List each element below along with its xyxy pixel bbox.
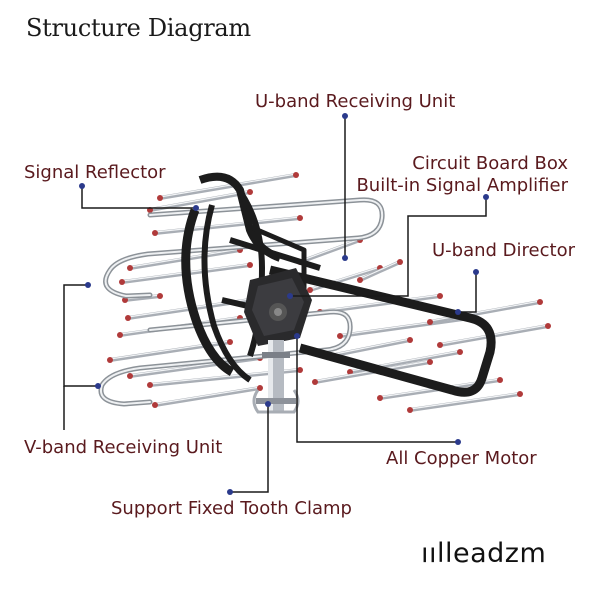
rod-tip <box>312 379 318 385</box>
rod-tip <box>407 337 413 343</box>
rod-tip <box>437 342 443 348</box>
dot-u-band-director-end <box>455 309 461 315</box>
rod-tip <box>147 382 153 388</box>
antenna-rod <box>153 216 302 235</box>
antenna-rod <box>158 173 298 200</box>
dot-u-band-receiving-top <box>342 113 348 119</box>
leader-dots <box>79 113 489 495</box>
leader-circuit-board <box>290 197 487 297</box>
rod-tip <box>537 299 543 305</box>
antenna-rod <box>148 190 252 212</box>
label-circuit-board-box: Circuit Board Box Built-in Signal Amplif… <box>356 153 568 197</box>
rod-tip <box>119 279 125 285</box>
antenna-rod-highlight <box>154 216 301 233</box>
dot-u-band-director-start <box>473 269 479 275</box>
rod-tip <box>497 377 503 383</box>
rod-tip <box>297 215 303 221</box>
dot-v-band-lower <box>95 383 101 389</box>
circuit-board-box <box>244 268 312 346</box>
rod-tip <box>337 333 343 339</box>
antenna-rod <box>123 294 162 302</box>
brand-logo: ıılleadzm <box>421 538 547 569</box>
dot-clamp-end <box>227 489 233 495</box>
antenna-rod-highlight <box>159 173 297 198</box>
label-support-fixed-tooth-clamp: Support Fixed Tooth Clamp <box>111 498 352 519</box>
rod-tip <box>152 402 158 408</box>
rod-tip <box>157 293 163 299</box>
rod-tip <box>152 230 158 236</box>
dot-clamp-start <box>265 401 271 407</box>
rod-tip <box>307 287 313 293</box>
antenna-rod <box>428 300 542 324</box>
rod-tip <box>297 367 303 373</box>
rod-tip <box>427 359 433 365</box>
rod-tip <box>127 265 133 271</box>
label-u-band-receiving-unit: U-band Receiving Unit <box>255 91 456 112</box>
dot-circuit-board-end <box>287 293 293 299</box>
leader-all-copper-motor <box>296 336 458 443</box>
rod-tip <box>293 172 299 178</box>
rod-tip <box>257 385 263 391</box>
rod-tip <box>357 277 363 283</box>
rod-tip <box>437 293 443 299</box>
label-u-band-director: U-band Director <box>432 240 575 261</box>
leader-support-clamp <box>230 404 269 493</box>
dot-circuit-board-start <box>483 194 489 200</box>
diagram-title: Structure Diagram <box>26 14 251 42</box>
antenna-rod-highlight <box>359 260 401 280</box>
dot-u-band-receiving-end <box>342 255 348 261</box>
rod-tip <box>347 369 353 375</box>
support-mast <box>252 340 300 414</box>
leader-signal-reflector <box>81 186 196 209</box>
dot-motor-start <box>294 333 300 339</box>
antenna-rod <box>358 260 402 282</box>
antenna-rod-highlight <box>329 338 411 356</box>
rod-tip <box>407 407 413 413</box>
label-v-band-receiving-unit: V-band Receiving Unit <box>24 437 223 458</box>
label-circuit-board-box-line2: Built-in Signal Amplifier <box>356 175 568 196</box>
label-all-copper-motor: All Copper Motor <box>386 448 537 469</box>
rod-tip <box>247 189 253 195</box>
rod-tip <box>125 315 131 321</box>
leader-u-band-director <box>458 272 477 313</box>
dot-v-band-upper <box>85 282 91 288</box>
leader-v-band-receiving <box>63 284 98 387</box>
rod-tip <box>397 259 403 265</box>
antenna-rod <box>128 356 262 378</box>
antenna-rod-highlight <box>429 300 541 322</box>
label-signal-reflector: Signal Reflector <box>24 162 166 183</box>
rod-tip <box>427 319 433 325</box>
rod-tip <box>227 339 233 345</box>
label-circuit-board-box-line1: Circuit Board Box <box>412 153 568 174</box>
rod-tip <box>127 373 133 379</box>
dot-signal-reflector-start <box>79 183 85 189</box>
antenna-rod <box>408 392 522 412</box>
dot-signal-reflector-end <box>193 205 199 211</box>
antenna-rod-highlight <box>154 386 261 405</box>
rod-tip <box>517 391 523 397</box>
rod-tip <box>457 349 463 355</box>
antenna-rod <box>328 338 412 358</box>
rod-tip <box>247 262 253 268</box>
antenna-rod-highlight <box>409 392 521 410</box>
antenna-rod-highlight <box>149 190 251 210</box>
rod-tip <box>117 332 123 338</box>
antenna-rod <box>318 294 442 314</box>
leader-lines <box>63 116 487 493</box>
antenna-rod-highlight <box>319 294 441 312</box>
antenna-rod <box>298 238 362 264</box>
dot-motor-end <box>455 439 461 445</box>
rod-tip <box>377 395 383 401</box>
rod-tip <box>545 323 551 329</box>
rod-tip <box>107 357 113 363</box>
antenna-rod <box>153 386 262 407</box>
antenna-rod-highlight <box>299 238 361 262</box>
rod-tip <box>122 297 128 303</box>
rod-tip <box>157 195 163 201</box>
antenna-rod <box>338 316 472 338</box>
